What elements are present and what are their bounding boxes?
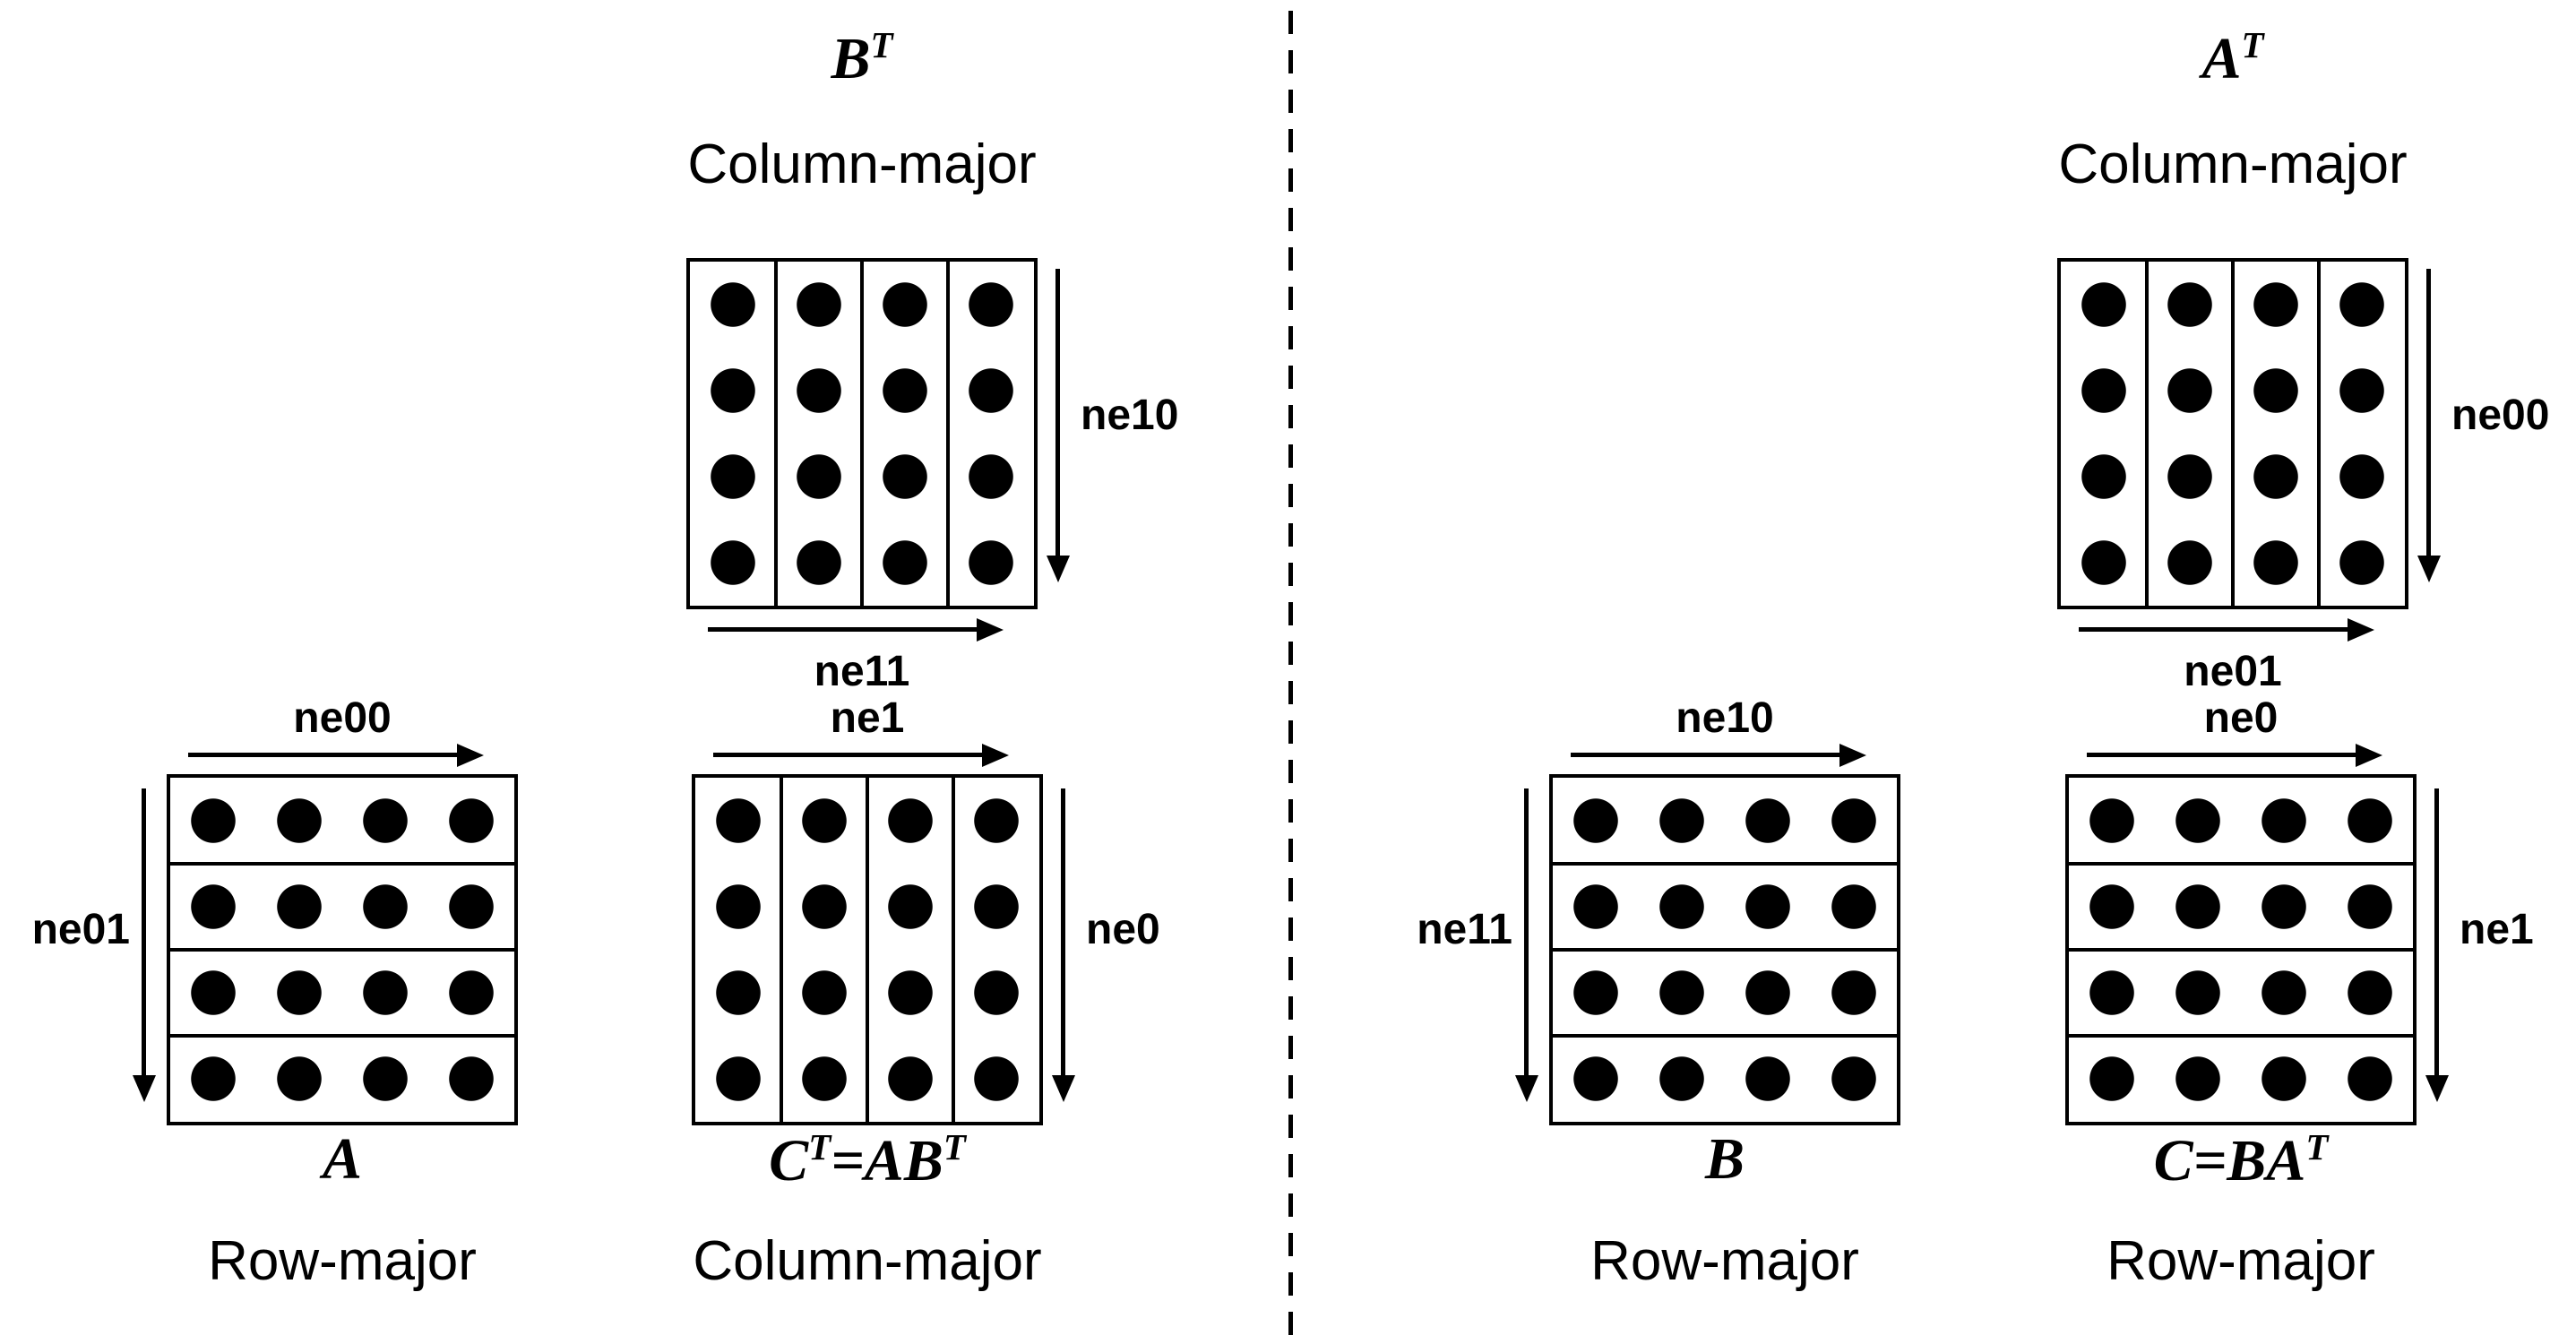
ct-ne1-label: ne1 xyxy=(830,694,905,742)
c-caption-text: =BA xyxy=(2193,1128,2306,1193)
at-title-superscript: T xyxy=(2241,25,2264,65)
c-ne1-label: ne1 xyxy=(2460,906,2534,953)
c-caption-superscript: T xyxy=(2305,1127,2329,1167)
ct-caption-text: =AB xyxy=(831,1128,943,1193)
at-layout-label: Column-major xyxy=(2058,134,2408,195)
b-caption: B xyxy=(1704,1126,1745,1192)
column-divider xyxy=(2317,262,2321,606)
bt-title: BT xyxy=(831,25,892,92)
ct-caption-superscript: T xyxy=(943,1127,966,1167)
at-ne01-label: ne01 xyxy=(2184,648,2282,695)
a-matrix-grid xyxy=(167,774,518,1125)
b-ne11-arrow-down-icon xyxy=(1524,788,1529,1075)
c-ne0-label: ne0 xyxy=(2203,694,2279,742)
bt-title-text: B xyxy=(831,26,871,91)
a-ne01-arrow-down-icon xyxy=(142,788,146,1075)
panel-divider xyxy=(1288,11,1293,1335)
row-divider xyxy=(2069,1034,2413,1038)
c-ne1-arrow-down-icon xyxy=(2434,788,2439,1075)
bt-matrix-grid xyxy=(686,258,1038,609)
ct-layout-label: Column-major xyxy=(693,1230,1042,1292)
c-ne0-arrow-right-icon xyxy=(2087,753,2356,757)
at-title-text: A xyxy=(2201,26,2242,91)
c-caption-text: C xyxy=(2153,1128,2193,1193)
row-divider xyxy=(170,862,514,866)
c-layout-label: Row-major xyxy=(2106,1230,2375,1292)
ct-matrix-grid xyxy=(692,774,1043,1125)
at-title: AT xyxy=(2201,25,2263,92)
row-divider xyxy=(170,1034,514,1038)
a-ne00-label: ne00 xyxy=(293,694,392,742)
at-ne01-arrow-right-icon xyxy=(2079,627,2348,632)
bt-layout-label: Column-major xyxy=(687,134,1037,195)
bt-ne11-arrow-right-icon xyxy=(708,627,977,632)
c-matrix-grid xyxy=(2065,774,2417,1125)
column-divider xyxy=(2231,262,2235,606)
at-matrix-grid xyxy=(2057,258,2408,609)
b-ne10-arrow-right-icon xyxy=(1571,753,1839,757)
ct-caption: CT=ABT xyxy=(769,1127,966,1194)
column-divider xyxy=(2145,262,2149,606)
row-divider xyxy=(1553,862,1897,866)
row-divider xyxy=(1553,1034,1897,1038)
bt-title-superscript: T xyxy=(870,25,893,65)
b-matrix-grid xyxy=(1549,774,1900,1125)
column-divider xyxy=(860,262,864,606)
ct-caption-superscript: T xyxy=(808,1127,831,1167)
row-divider xyxy=(2069,862,2413,866)
ct-ne0-arrow-down-icon xyxy=(1061,788,1065,1075)
row-divider xyxy=(2069,948,2413,952)
a-caption: A xyxy=(322,1126,363,1192)
row-divider xyxy=(170,948,514,952)
column-divider xyxy=(946,262,950,606)
ct-ne1-arrow-right-icon xyxy=(713,753,982,757)
b-layout-label: Row-major xyxy=(1590,1230,1859,1292)
column-divider xyxy=(780,778,783,1122)
column-divider xyxy=(866,778,869,1122)
a-ne00-arrow-right-icon xyxy=(188,753,457,757)
ct-caption-text: C xyxy=(769,1128,809,1193)
b-ne10-label: ne10 xyxy=(1676,694,1774,742)
a-layout-label: Row-major xyxy=(208,1230,477,1292)
at-ne00-label: ne00 xyxy=(2451,392,2550,439)
ct-ne0-label: ne0 xyxy=(1086,906,1160,953)
bt-ne11-label: ne11 xyxy=(814,648,910,695)
at-ne00-arrow-down-icon xyxy=(2426,269,2431,556)
column-divider xyxy=(774,262,778,606)
bt-ne10-arrow-down-icon xyxy=(1055,269,1060,556)
a-ne01-label: ne01 xyxy=(31,906,130,953)
b-ne11-label: ne11 xyxy=(1417,906,1512,953)
bt-ne10-label: ne10 xyxy=(1081,392,1179,439)
column-divider xyxy=(952,778,955,1122)
c-caption: C=BAT xyxy=(2154,1127,2329,1194)
row-divider xyxy=(1553,948,1897,952)
